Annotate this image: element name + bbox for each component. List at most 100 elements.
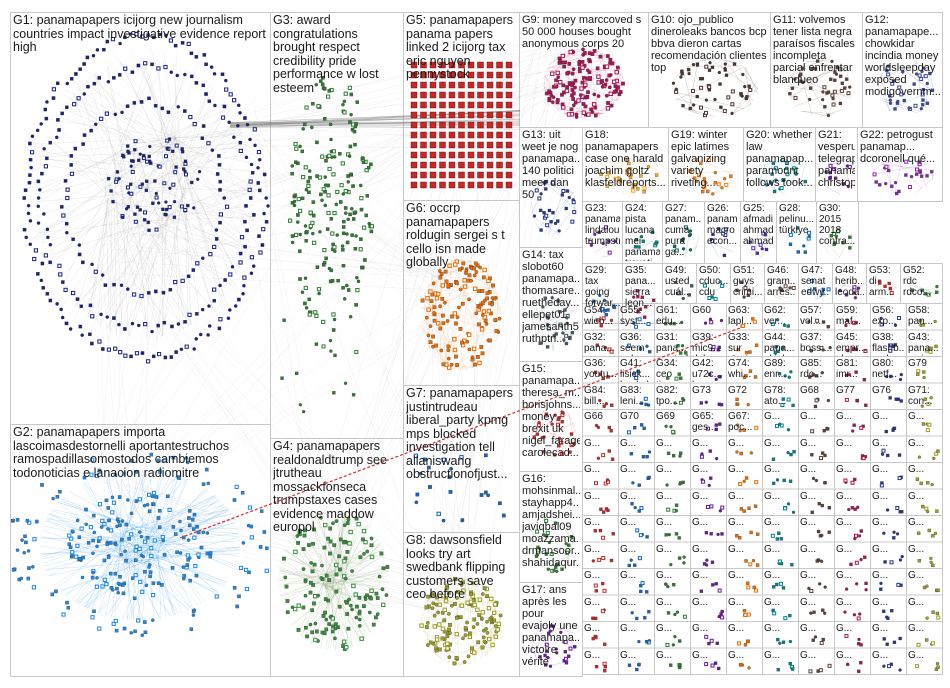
node-g1 xyxy=(169,355,174,359)
node-small-group xyxy=(890,609,894,613)
node-small-group xyxy=(936,588,940,592)
node-g1 xyxy=(86,84,90,89)
node-g3 xyxy=(328,122,333,127)
node-g22 xyxy=(894,191,899,196)
node-g2 xyxy=(199,545,204,550)
node-small-group xyxy=(818,668,823,673)
node-g2 xyxy=(206,481,210,486)
node-g46 xyxy=(791,285,796,290)
edge xyxy=(43,531,127,564)
edge xyxy=(75,526,143,603)
node-small-group xyxy=(893,323,898,327)
edge xyxy=(819,110,841,117)
edge xyxy=(40,152,171,157)
node-small-group xyxy=(888,348,893,353)
node-g2 xyxy=(144,583,149,588)
inter-group-edge xyxy=(335,76,587,221)
node-g29 xyxy=(598,293,602,298)
node-g5 xyxy=(410,151,418,159)
node-g4 xyxy=(351,583,356,589)
node-g5 xyxy=(429,171,437,179)
edge xyxy=(25,137,176,190)
node-g13 xyxy=(570,219,575,224)
node-g1 xyxy=(93,269,98,274)
edge xyxy=(29,137,176,241)
node-g12 xyxy=(921,103,925,107)
node-g8 xyxy=(452,661,457,666)
edge xyxy=(880,75,890,112)
node-small-group xyxy=(630,502,634,506)
node-small-group xyxy=(929,556,933,560)
node-g9 xyxy=(577,69,582,74)
node-g2 xyxy=(177,476,181,480)
node-g3 xyxy=(314,313,319,319)
node-small-group xyxy=(594,423,599,428)
node-g6 xyxy=(446,348,451,353)
node-g9 xyxy=(618,90,623,94)
node-small-group xyxy=(924,348,929,353)
node-small-group xyxy=(774,345,778,349)
node-g11 xyxy=(815,59,820,63)
node-g3 xyxy=(341,286,345,290)
node-g2 xyxy=(129,511,134,516)
node-g1 xyxy=(61,213,66,218)
node-g5 xyxy=(410,161,418,169)
node-g1 xyxy=(41,286,45,290)
edge xyxy=(61,498,135,528)
edge xyxy=(136,221,234,282)
node-g12 xyxy=(890,81,895,86)
node-small-group xyxy=(858,612,862,616)
node-small-group xyxy=(638,347,643,351)
node-g2 xyxy=(90,615,95,620)
node-g8 xyxy=(461,588,466,593)
edge xyxy=(464,622,502,665)
node-g9 xyxy=(599,80,604,85)
node-g2 xyxy=(143,570,147,574)
small-group-box xyxy=(582,594,619,622)
node-g1 xyxy=(248,137,252,142)
node-g8 xyxy=(442,607,448,613)
node-g51 xyxy=(746,293,751,297)
node-g25 xyxy=(751,246,756,251)
node-g1 xyxy=(29,165,33,170)
node-g5 xyxy=(477,151,484,159)
small-group-box xyxy=(906,647,943,675)
node-small-group xyxy=(854,370,858,374)
edge xyxy=(127,560,130,620)
node-g6 xyxy=(486,308,492,314)
node-g5 xyxy=(439,121,446,129)
node-small-group xyxy=(709,476,713,480)
node-small-group xyxy=(822,429,826,433)
node-g4 xyxy=(284,584,289,589)
node-g1 xyxy=(180,150,185,154)
edge xyxy=(56,163,181,281)
node-g1 xyxy=(106,79,111,84)
edge xyxy=(111,548,121,617)
node-g1 xyxy=(224,204,230,209)
node-small-group xyxy=(782,478,786,483)
edge xyxy=(155,555,176,616)
small-group-box xyxy=(798,488,835,516)
node-small-group xyxy=(593,634,598,639)
group-box-g27 xyxy=(662,201,705,264)
node-g22 xyxy=(884,164,889,169)
small-group-box xyxy=(582,409,619,437)
node-small-group xyxy=(900,554,904,559)
node-g1 xyxy=(175,73,180,78)
node-small-group xyxy=(819,345,824,350)
edge xyxy=(682,165,688,177)
node-g1 xyxy=(43,253,48,258)
inter-group-edge xyxy=(312,205,483,599)
node-g17 xyxy=(548,629,552,633)
inter-group-edge xyxy=(229,119,521,129)
edge xyxy=(55,116,166,149)
inter-group-edge xyxy=(347,561,485,582)
node-g10 xyxy=(730,89,735,94)
node-small-group xyxy=(886,453,890,458)
edge xyxy=(76,88,145,224)
node-g3 xyxy=(323,87,327,91)
edge xyxy=(162,217,167,337)
edge xyxy=(43,525,121,543)
node-g1 xyxy=(194,81,199,85)
edge xyxy=(159,478,187,544)
